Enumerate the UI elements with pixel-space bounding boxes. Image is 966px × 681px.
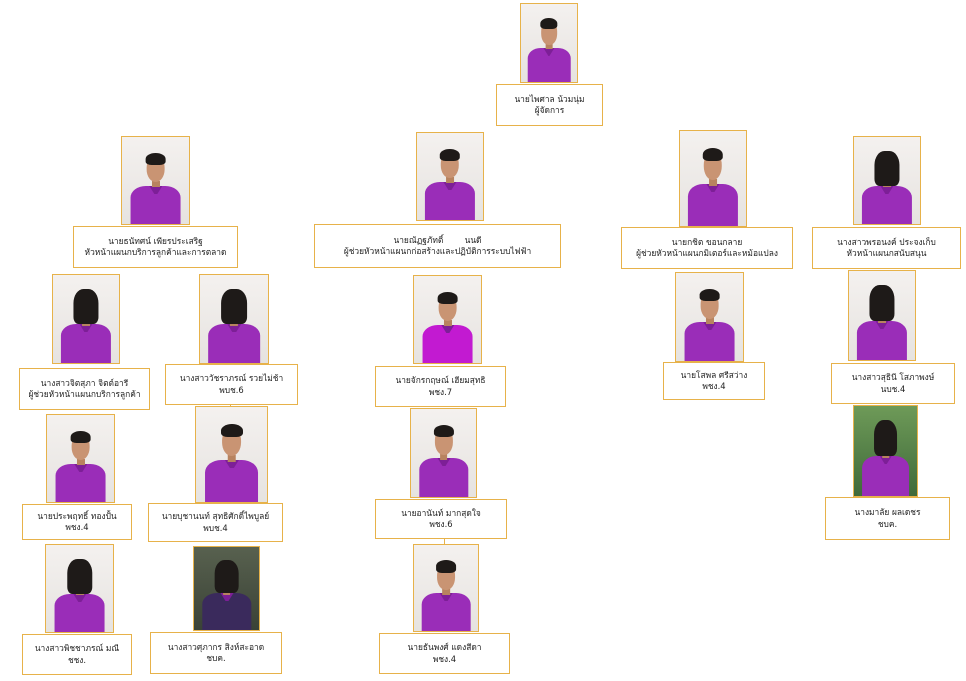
person-position: พบช.4: [203, 522, 228, 533]
person-portrait: [46, 545, 113, 632]
person-portrait: [122, 137, 189, 224]
person-portrait: [411, 409, 476, 497]
person-name: นายจักรกฤษณ์ เฮียมสุทธิ: [395, 375, 486, 386]
photo-manager: [520, 3, 578, 83]
person-name: นางสาวจิตสุภา จิตต์อารี: [40, 377, 129, 388]
person-name: นายธนัทศน์ เพียรประเสริฐ: [108, 235, 203, 246]
label-worachaiphorn: นางสาววัชราภรณ์ รวยไม่ช้า พบช.6: [165, 364, 298, 405]
person-position: ชบค.: [877, 518, 898, 529]
person-portrait: [196, 407, 267, 502]
person-portrait: [680, 131, 746, 226]
person-portrait: [414, 276, 481, 363]
person-name: นายโสพล ศรีสว่าง: [680, 369, 748, 380]
label-prapruet: นายประพฤทธิ์ ทองปั้น พชง.4: [22, 504, 132, 540]
person-portrait: [849, 271, 915, 360]
person-position: พชง.6: [429, 519, 453, 529]
photo-suthinee: [848, 270, 916, 361]
photo-head-customer-service: [121, 136, 190, 225]
person-position: ผู้ช่วยหัวหน้าแผนกก่อสร้างและปฏิบัติการร…: [343, 246, 532, 256]
person-position: พบช.6: [219, 384, 244, 395]
person-portrait: [414, 545, 478, 631]
label-supaporn: นางสาวศุภากร สิงห์สะอาด ชบค.: [150, 632, 282, 674]
person-name: นางมาลัย ผลเดชร: [854, 507, 921, 518]
person-position: ชชง.: [67, 654, 87, 665]
photo-ayanon: [410, 408, 477, 498]
label-head-customer-service: นายธนัทศน์ เพียรประเสริฐ หัวหน้าแผนกบริก…: [73, 226, 238, 268]
photo-asst-head-meter: [679, 130, 747, 227]
photo-pichayaporn: [45, 544, 114, 633]
person-name: นายบุชานนท์ สุทธิศักดิ์ไพบูลย์: [161, 511, 270, 522]
person-name: นายไพศาล น้วมนุ่ม: [514, 93, 585, 104]
person-name: นางสาวพิชชาภรณ์ มณี: [34, 643, 120, 654]
person-name: นางสาวศุภากร สิงห์สะอาด: [167, 641, 265, 652]
label-asst-head-customer: นางสาวจิตสุภา จิตต์อารี ผู้ช่วยหัวหน้าแผ…: [19, 368, 150, 410]
person-name: นายประพฤทธิ์ ทองปั้น: [37, 510, 117, 521]
person-position: นบช.4: [880, 383, 906, 394]
person-position: พชง.4: [432, 653, 457, 664]
person-portrait: [53, 275, 119, 363]
person-name: นางสาวสุธินี โสภาพงษ์: [851, 372, 935, 383]
person-position: ผู้จัดการ: [534, 105, 565, 115]
person-position: พชง.7: [428, 386, 453, 397]
photo-worachaiphorn: [199, 274, 269, 364]
person-portrait: [854, 137, 920, 224]
label-malai: นางมาลัย ผลเดชร ชบค.: [825, 497, 950, 540]
person-name: นายณัฏฐภัทติ์ นนดี: [393, 234, 482, 245]
person-portrait: [854, 406, 917, 496]
person-position: พชง.4: [65, 522, 89, 532]
person-portrait: [417, 133, 483, 220]
person-position: หัวหน้าแผนกสนับสนุน: [846, 248, 927, 258]
label-jakkrit: นายจักรกฤษณ์ เฮียมสุทธิ พชง.7: [375, 366, 506, 407]
label-suthinee: นางสาวสุธินี โสภาพงษ์ นบช.4: [831, 363, 955, 404]
photo-nophadol: [675, 272, 744, 362]
person-portrait: [521, 4, 577, 82]
person-name: นายธันพงศ์ แดงสีดา: [407, 642, 482, 653]
label-boonchanon: นายบุชานนท์ สุทธิศักดิ์ไพบูลย์ พบช.4: [148, 503, 283, 542]
person-portrait: [194, 547, 259, 630]
label-head-support: นางสาวพรอนงค์ ประจงเก็บ หัวหน้าแผนกสนับส…: [812, 227, 961, 269]
person-position: หัวหน้าแผนกบริการลูกค้าและการตลาด: [84, 247, 227, 257]
label-pichayaporn: นางสาวพิชชาภรณ์ มณี ชชง.: [22, 634, 132, 675]
label-asst-head-meter: นายกชิต ขอนกลาย ผู้ช่วยหัวหน้าแผนกมิเตอร…: [621, 227, 793, 269]
photo-head-support: [853, 136, 921, 225]
label-ayanon: นายอานันท์ มากสุดใจ พชง.6: [375, 499, 507, 539]
person-name: นายกชิต ขอนกลาย: [671, 236, 743, 247]
person-portrait: [47, 415, 114, 502]
person-name: นายอานันท์ มากสุดใจ: [401, 507, 481, 518]
photo-asst-head-construction: [416, 132, 484, 221]
photo-prapruet: [46, 414, 115, 503]
person-portrait: [200, 275, 268, 363]
person-name: นางสาววัชราภรณ์ รวยไม่ช้า: [179, 373, 284, 384]
photo-thanaphong: [413, 544, 479, 632]
label-asst-head-construction: นายณัฏฐภัทติ์ นนดี ผู้ช่วยหัวหน้าแผนกก่อ…: [314, 224, 561, 268]
photo-boonchanon: [195, 406, 268, 503]
photo-jakkrit: [413, 275, 482, 364]
photo-asst-head-customer: [52, 274, 120, 364]
label-manager: นายไพศาล น้วมนุ่ม ผู้จัดการ: [496, 84, 603, 126]
label-nophadol: นายโสพล ศรีสว่าง พชง.4: [663, 362, 765, 400]
person-position: พชง.4: [702, 381, 726, 391]
person-position: ผู้ช่วยหัวหน้าแผนกบริการลูกค้า: [28, 389, 141, 399]
person-position: ชบค.: [206, 653, 226, 663]
photo-malai: [853, 405, 918, 497]
person-name: นางสาวพรอนงค์ ประจงเก็บ: [837, 236, 936, 247]
photo-supaporn: [193, 546, 260, 631]
connector-line: [444, 538, 445, 546]
person-position: ผู้ช่วยหัวหน้าแผนกมิเตอร์และหม้อแปลง: [636, 248, 778, 258]
person-portrait: [676, 273, 743, 361]
label-thanaphong: นายธันพงศ์ แดงสีดา พชง.4: [379, 633, 510, 674]
